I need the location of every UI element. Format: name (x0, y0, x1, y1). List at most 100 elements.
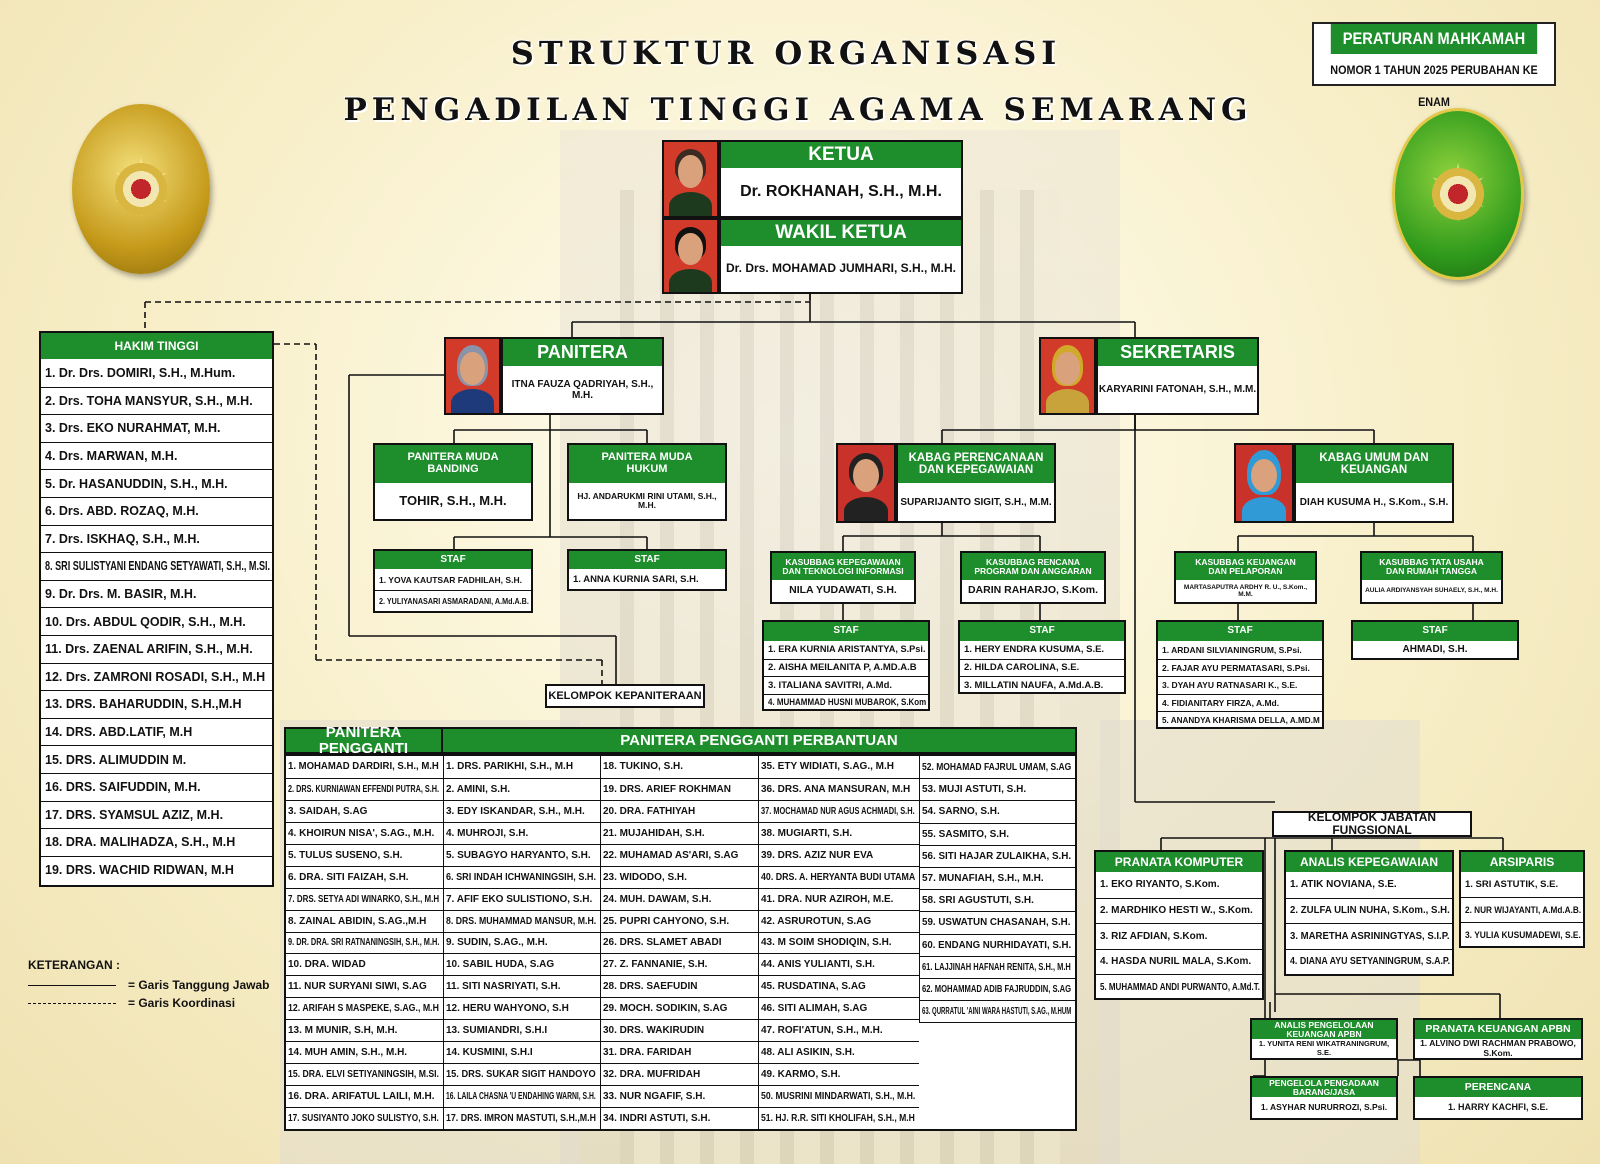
kelompok-fungsional-label: KELOMPOK JABATAN FUNGSIONAL (1272, 810, 1472, 837)
table-cell: 16. LAILA CHASNA 'U ENDAHING WARNI, S.H. (444, 1085, 600, 1107)
list-item: 3. DYAH AYU RATNASARI K., S.E. (1158, 676, 1322, 694)
table-cell: 34. INDRI ASTUTI, S.H. (601, 1107, 758, 1129)
table-cell: 2. DRS. KURNIAWAN EFFENDI PUTRA, S.H. (286, 777, 443, 800)
list-item: 18. DRA. MALIHADZA, S.H., M.H (41, 828, 272, 856)
table-cell: 22. MUHAMAD AS'ARI, S.AG (601, 843, 758, 866)
hakim-tinggi-title: HAKIM TINGGI (41, 333, 272, 359)
table-cell: 63. QURRATUL 'AINI WARA HASTUTI, S.AG., … (920, 1000, 1075, 1022)
kabag-umum-name: DIAH KUSUMA H., S.Kom., S.H. (1299, 496, 1449, 508)
list-item: 1. SRI ASTUTIK, S.E. (1465, 879, 1559, 890)
list-item: 8. SRI SULISTYANI ENDANG SETYAWATI, S.H.… (41, 552, 272, 580)
table-cell: 3. EDY ISKANDAR, S.H., M.H. (444, 799, 600, 822)
table-cell: 6. DRA. SITI FAIZAH, S.H. (286, 865, 443, 888)
perencana-member: 1. HARRY KACHFI, S.E. (1447, 1101, 1548, 1112)
table-cell: 54. SARNO, S.H. (920, 800, 1075, 822)
regulation-subtitle: NOMOR 1 TAHUN 2025 PERUBAHAN KE ENAM (1330, 63, 1538, 109)
legend-dashed-label: = Garis Koordinasi (128, 996, 236, 1010)
panitera-pengganti-title: PANITERA PENGGANTI (284, 724, 441, 756)
list-item: 5. Dr. HASANUDDIN, S.H., M.H. (41, 469, 272, 497)
staf-banding-title: STAF (375, 551, 531, 569)
list-item: 3. MILLATIN NAUFA, A.Md.A.B. (960, 676, 1124, 694)
table-cell: 25. PUPRI CAHYONO, S.H. (601, 909, 758, 932)
staf-tata-usaha-title: STAF (1353, 622, 1517, 641)
table-cell: 59. USWATUN CHASANAH, S.H. (920, 911, 1075, 933)
list-item: 4. MUHAMMAD HUSNI MUBAROK, S.Kom (764, 693, 928, 712)
list-item: 1. EKO RIYANTO, S.Kom. (1100, 879, 1220, 891)
list-item: 3. YULIA KUSUMADEWI, S.E. (1461, 922, 1583, 947)
table-cell: 2. AMINI, S.H. (444, 777, 600, 800)
panmud-banding-title: PANITERA MUDA BANDING (375, 445, 531, 483)
kabag-perencanaan-title: KABAG PERENCANAAN DAN KEPEGAWAIAN (898, 445, 1054, 483)
table-cell: 31. DRA. FARIDAH (601, 1041, 758, 1063)
panitera-title: PANITERA (503, 339, 662, 366)
table-cell: 55. SASMITO, S.H. (920, 822, 1075, 845)
staf-kepegawaian-list: 1. ERA KURNIA ARISTANTYA, S.Psi.2. AISHA… (764, 641, 928, 711)
panitera-pengganti-perbantuan-title: PANITERA PENGGANTI PERBANTUAN (441, 727, 1077, 754)
staf-kepegawaian-box: STAF 1. ERA KURNIA ARISTANTYA, S.Psi.2. … (762, 620, 930, 711)
kabag-perencanaan-name: SUPARIJANTO SIGIT, S.H., M.M. (900, 496, 1052, 508)
table-cell: 12. ARIFAH S MASPEKE, S.AG., M.H (286, 997, 443, 1019)
kasubbag-kepegawaian-title: KASUBBAG KEPEGAWAIAN DAN TEKNOLOGI INFOR… (772, 553, 914, 580)
table-cell: 18. TUKINO, S.H. (603, 761, 684, 773)
table-cell: 13. M MUNIR, S.H, M.H. (286, 1019, 443, 1041)
staf-rencana-list: 1. HERY ENDRA KUSUMA, S.E.2. HILDA CAROL… (960, 641, 1124, 694)
table-cell: 29. MOCH. SODIKIN, S.AG (601, 997, 758, 1019)
staf-hukum-list: 1. ANNA KURNIA SARI, S.H. (569, 569, 725, 589)
table-cell: 8. DRS. MUHAMMAD MANSUR, M.H. (444, 909, 600, 932)
regulation-title: PERATURAN MAHKAMAH AGUNG (1330, 24, 1538, 78)
kasubbag-tata-usaha-name: AULIA ARDIYANSYAH SUHAELY, S.H., M.H. (1365, 587, 1498, 595)
table-cell: 9. SUDIN, S.AG., M.H. (444, 931, 600, 954)
page-title: STRUKTUR ORGANISASI (510, 34, 1062, 72)
table-cell: 27. Z. FANNANIE, S.H. (601, 953, 758, 975)
table-cell: 32. DRA. MUFRIDAH (601, 1063, 758, 1085)
table-cell: 23. WIDODO, S.H. (601, 865, 758, 888)
table-cell: 17. SUSIYANTO JOKO SULISTYO, S.H. (286, 1107, 443, 1129)
kasubbag-rencana-title: KASUBBAG RENCANA PROGRAM DAN ANGGARAN (962, 553, 1104, 580)
panmud-hukum-name: HJ. ANDARUKMI RINI UTAMI, S.H., M.H. (577, 490, 717, 510)
wakil-ketua-name: Dr. Drs. MOHAMAD JUMHARI, S.H., M.H. (725, 261, 956, 276)
table-cell: 48. ALI ASIKIN, S.H. (759, 1041, 919, 1063)
list-item: 4. DIANA AYU SETYANINGRUM, S.A.P. (1286, 948, 1452, 975)
table-cell: 60. ENDANG NURHIDAYATI, S.H. (920, 933, 1075, 956)
table-cell: 4. MUHROJI, S.H. (444, 821, 600, 844)
sekretaris-photo (1039, 337, 1096, 415)
table-cell: 14. MUH AMIN, S.H., M.H. (286, 1041, 443, 1063)
list-item: 5. ANANDYA KHARISMA DELLA, A.MD.M (1158, 711, 1322, 729)
table-cell: 37. MOCHAMAD NUR AGUS ACHMADI, S.H. (759, 799, 919, 822)
table-cell: 13. SUMIANDRI, S.H.I (444, 1019, 600, 1041)
table-cell: 50. MUSRINI MINDARWATI, S.H., M.H. (759, 1085, 919, 1107)
table-cell: 11. SITI NASRIYATI, S.H. (444, 975, 600, 997)
table-cell: 57. MUNAFIAH, S.H., M.H. (920, 866, 1075, 889)
pengelola-pengadaan-box: PENGELOLA PENGADAAN BARANG/JASA 1. ASYHA… (1250, 1076, 1398, 1120)
table-cell: 35. ETY WIDIATI, S.AG., M.H (761, 761, 894, 773)
list-item: 1. ANNA KURNIA SARI, S.H. (573, 573, 699, 585)
table-cell: 40. DRS. A. HERYANTA BUDI UTAMA (759, 865, 919, 888)
list-item: 2. Drs. TOHA MANSYUR, S.H., M.H. (41, 386, 272, 415)
pranata-komputer-box: PRANATA KOMPUTER 1. EKO RIYANTO, S.Kom.2… (1094, 850, 1264, 1000)
panmud-banding-box: PANITERA MUDA BANDING TOHIR, S.H., M.H. (373, 443, 533, 521)
table-cell: 47. ROFI'ATUN, S.H., M.H. (759, 1019, 919, 1041)
pengelola-pengadaan-member: 1. ASYHAR NURURROZI, S.Psi. (1260, 1101, 1388, 1112)
pranata-keuangan-title: PRANATA KEUANGAN APBN (1415, 1020, 1581, 1039)
table-cell: 11. NUR SURYANI SIWI, S.AG (286, 975, 443, 997)
wakil-ketua-box: WAKIL KETUA Dr. Drs. MOHAMAD JUMHARI, S.… (719, 218, 963, 294)
list-item: 1. ERA KURNIA ARISTANTYA, S.Psi. (768, 644, 926, 656)
list-item: 12. Drs. ZAMRONI ROSADI, S.H., M.H (41, 662, 272, 691)
pranata-keuangan-member: 1. ALVINO DWI RACHMAN PRABOWO, S.Kom. (1420, 1038, 1576, 1058)
wakil-ketua-photo (662, 218, 719, 294)
table-cell: 14. KUSMINI, S.H.I (444, 1041, 600, 1063)
sekretaris-box: SEKRETARIS KARYARINI FATONAH, S.H., M.M. (1096, 337, 1259, 415)
table-cell: 15. DRA. ELVI SETIYANINGSIH, M.SI. (286, 1063, 443, 1085)
list-item: 6. Drs. ABD. ROZAQ, M.H. (41, 496, 272, 525)
analis-apbn-box: ANALIS PENGELOLAAN KEUANGAN APBN 1. YUNI… (1250, 1018, 1398, 1060)
list-item: 3. ITALIANA SAVITRI, A.Md. (764, 676, 928, 694)
table-cell: 15. DRS. SUKAR SIGIT HANDOYO (444, 1063, 600, 1085)
list-item: 10. Drs. ABDUL QODIR, S.H., M.H. (41, 607, 272, 635)
list-item: 5. MUHAMMAD ANDI PURWANTO, A.Md.T. (1096, 974, 1262, 1000)
mahkamah-agung-logo: ✶ (72, 104, 210, 274)
ketua-box: KETUA Dr. ROKHANAH, S.H., M.H. (719, 140, 963, 218)
